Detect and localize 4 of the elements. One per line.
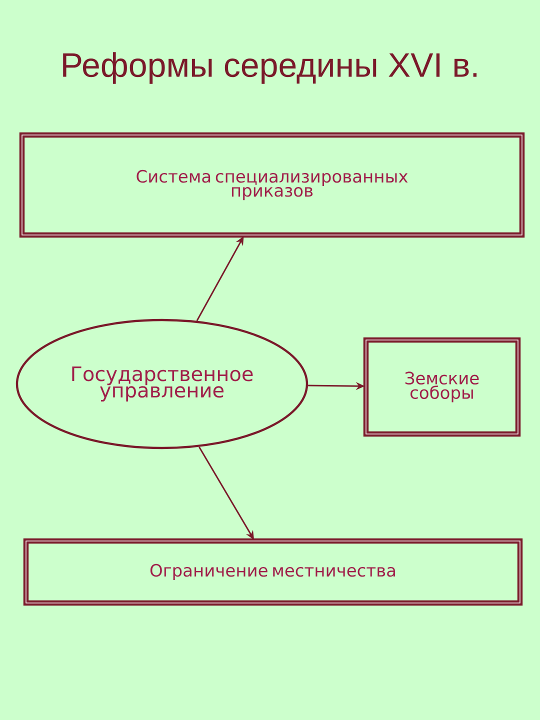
process-box: Земские соборы — [363, 337, 521, 437]
process-box: Система специализированных приказов — [19, 132, 525, 238]
title: Реформы середины XVI в. — [63, 52, 477, 84]
process-box: Ограничение местничества — [23, 538, 523, 606]
